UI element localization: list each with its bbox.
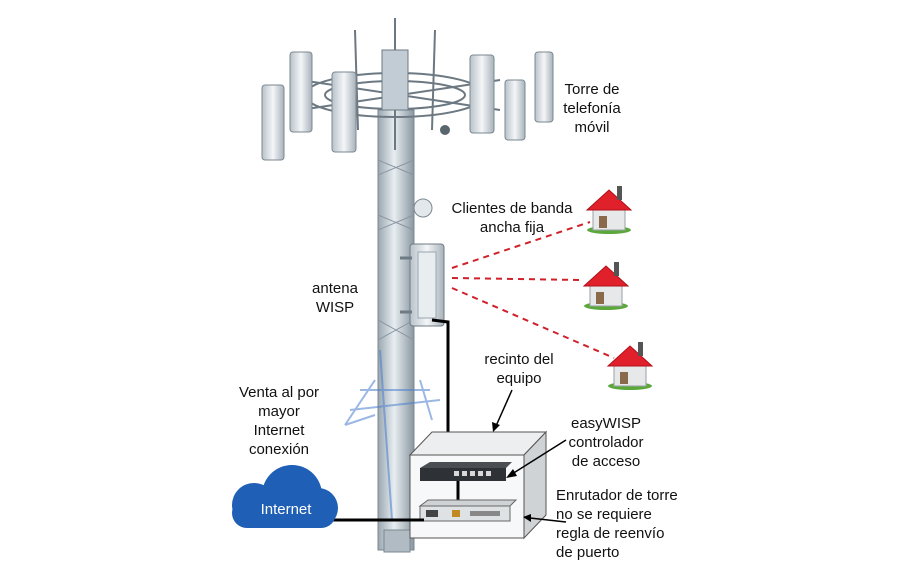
wisp-antenna-icon <box>400 243 445 327</box>
cloud-icon <box>232 465 338 528</box>
network-switch-icon <box>420 462 512 481</box>
house-icon <box>606 342 654 390</box>
house-icon <box>582 262 630 310</box>
tower-router-label: Enrutador de torre no se requiere regla … <box>556 487 678 561</box>
antenna-cable <box>431 318 450 467</box>
wisp-antenna-label: antena WISP <box>312 280 358 316</box>
clients-label: Clientes de banda ancha fija <box>451 200 573 236</box>
callout-arrows <box>492 389 567 523</box>
tower-label: Torre de telefonía móvil <box>563 81 621 136</box>
internet-cloud-label: Internet <box>260 501 312 518</box>
router-icon <box>418 499 518 522</box>
equipment-enclosure <box>408 430 548 540</box>
wireless-links <box>451 221 615 359</box>
access-controller-label: easyWISP controlador de acceso <box>568 415 644 470</box>
cell-tower-icon <box>261 18 554 553</box>
enclosure-label: recinto del equipo <box>484 351 554 387</box>
wholesale-connection-label: Venta al por mayor Internet conexión <box>238 384 320 458</box>
house-icon <box>585 186 633 234</box>
